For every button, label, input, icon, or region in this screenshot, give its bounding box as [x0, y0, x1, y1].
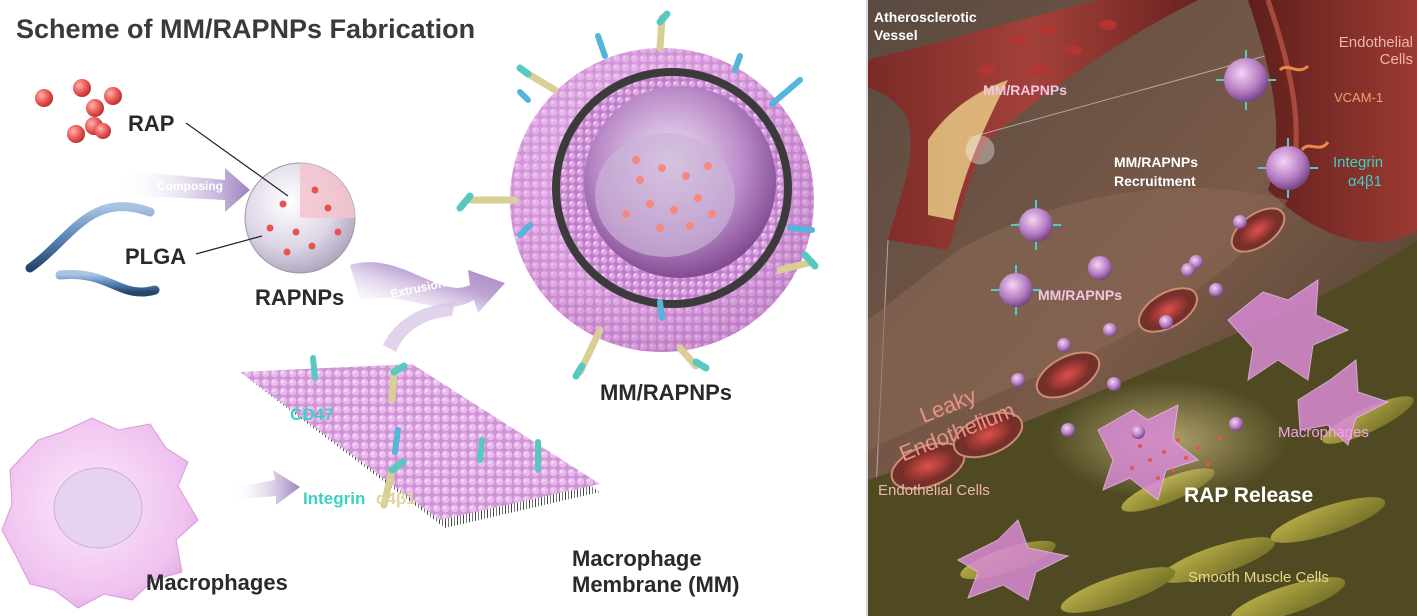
composing-label: Composing	[157, 179, 223, 193]
recruitment-label-line2: Recruitment	[1114, 173, 1196, 189]
rap-label: RAP	[128, 111, 174, 136]
integrin-right-label-line2: α4β1	[1348, 173, 1382, 190]
tissue-macrophages	[956, 279, 1390, 601]
fabrication-scheme-panel: Scheme of MM/RAPNPs Fabrication Composin…	[1, 10, 819, 609]
rapnps-label: RAPNPs	[255, 285, 344, 310]
fabrication-scheme-svg: Scheme of MM/RAPNPs Fabrication Composin…	[1, 10, 819, 609]
mm-rapnps-mid-label: MM/RAPNPs	[1038, 287, 1122, 303]
membrane-extraction-arrow	[230, 470, 300, 505]
macrophages-label: Macrophages	[146, 570, 288, 595]
mm-rapnp-nanoparticle	[456, 10, 819, 380]
vessel-targeting-svg: Atherosclerotic Vessel Endothelial Cells…	[868, 0, 1417, 616]
mm-rapnps-label: MM/RAPNPs	[600, 380, 732, 405]
tissue-macrophages-label: Macrophages	[1278, 424, 1369, 441]
endothelial-top-label-line2: Cells	[1380, 51, 1413, 68]
plga-leader-line	[195, 235, 263, 255]
mm-rapnps-top-label: MM/RAPNPs	[983, 82, 1067, 98]
integrin-right-label-line1: Integrin	[1333, 154, 1383, 171]
atherosclerotic-vessel	[868, 0, 1198, 250]
rapnp-nanoparticle	[244, 162, 356, 274]
endothelial-top-label-line1: Endothelial	[1339, 34, 1413, 51]
integrin-subunit-label: α4β1	[376, 489, 416, 508]
plga-label: PLGA	[125, 244, 186, 269]
fabrication-title: Scheme of MM/RAPNPs Fabrication	[16, 14, 475, 44]
integrin-label: Integrin	[303, 489, 365, 508]
cd47-label: CD47	[290, 405, 333, 424]
membrane-label-line2: Membrane (MM)	[572, 572, 739, 597]
composing-arrow: Composing	[120, 168, 250, 212]
extrusion-arrow: Extrusion	[350, 262, 505, 352]
vessel-label-line2: Vessel	[874, 27, 918, 43]
macrophage-cell	[1, 417, 199, 609]
recruitment-label-line1: MM/RAPNPs	[1114, 154, 1198, 170]
vcam-receptors	[1278, 64, 1330, 151]
vcam-label: VCAM-1	[1334, 90, 1383, 105]
rap-leader-line	[185, 122, 289, 197]
rap-release-label: RAP Release	[1184, 484, 1313, 507]
intima-space	[868, 188, 1288, 450]
macrophage-membrane-sheet	[240, 355, 600, 528]
vessel-label-line1: Atherosclerotic	[874, 9, 977, 25]
membrane-label-line1: Macrophage	[572, 546, 702, 571]
rap-release-dots	[1130, 436, 1222, 480]
panel-divider	[866, 0, 869, 616]
rap-drug-molecules	[35, 79, 122, 143]
circulating-nanoparticles	[991, 50, 1318, 439]
smooth-muscle-label: Smooth Muscle Cells	[1188, 569, 1329, 586]
vessel-targeting-panel: Atherosclerotic Vessel Endothelial Cells…	[868, 0, 1417, 616]
leaky-endothelial-cells	[890, 207, 1286, 490]
plga-polymer-chains	[25, 202, 160, 297]
endothelial-bottom-label: Endothelial Cells	[878, 482, 990, 499]
